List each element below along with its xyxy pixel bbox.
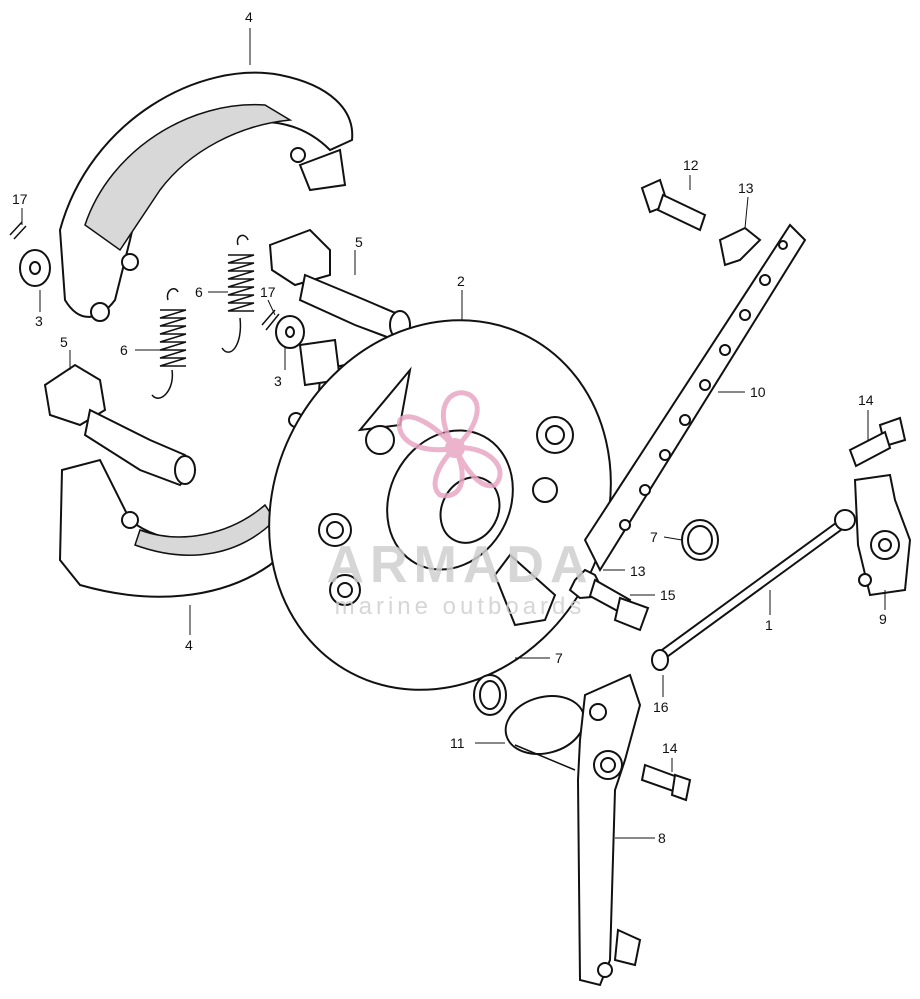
watermark-brand: ARMADA [326,536,593,594]
callout-7-upper-seal: 7 [650,529,658,545]
bolt-14-lower [640,763,692,802]
callout-labels: 4 17 3 6 6 5 17 3 2 5 4 12 13 10 14 7 13… [12,9,887,846]
return-spring-11 [504,695,586,771]
callout-8-brake-arm: 8 [658,830,666,846]
callout-7-lower-seal: 7 [555,650,563,666]
callout-9-lever: 9 [879,611,887,627]
callout-15-bolt: 15 [660,587,676,603]
brake-arm-8 [576,673,642,987]
brake-shoe-upper [58,71,354,322]
callout-3-left-washer: 3 [35,313,43,329]
callout-13-upper-clip: 13 [738,180,754,196]
brake-cam-lower [43,363,197,487]
bolt-12 [640,178,707,232]
callout-6-left-spring: 6 [120,342,128,358]
callout-2-brake-panel: 2 [457,273,465,289]
bolt-14-upper [848,416,907,468]
callout-4-lower-shoe: 4 [185,637,193,653]
seal-7-upper [681,519,719,561]
seal-7-lower [473,674,507,716]
callout-5-upper-cam: 5 [355,234,363,250]
callout-16-nut: 16 [653,699,669,715]
watermark: ARMADA marine outboards [326,390,593,620]
callout-6-right-spring: 6 [195,284,203,300]
callout-14-lower-bolt: 14 [662,740,678,756]
propeller-logo-icon [396,390,503,499]
washer-left [19,249,51,287]
lock-clip-upper [718,226,762,267]
callout-17-right-pin: 17 [260,284,276,300]
callout-4-upper-shoe: 4 [245,9,253,25]
callout-13-lower-washer: 13 [630,563,646,579]
cotter-pin-right [261,309,280,331]
return-spring-left [151,288,187,399]
cotter-pin-left [9,221,27,240]
nut-16 [651,649,669,671]
callout-12-bolt: 12 [683,157,699,173]
callout-1-brake-rod: 1 [765,617,773,633]
washer-right [275,315,305,349]
bolt-15 [588,578,650,632]
return-spring-right [221,234,255,353]
watermark-tagline: marine outboards [335,593,586,620]
torque-arm [583,223,807,573]
callout-3-right-washer: 3 [274,373,282,389]
callout-10-torque-arm: 10 [750,384,766,400]
brake-panel [268,319,612,691]
callout-14-upper-bolt: 14 [858,392,874,408]
callout-11-spring: 11 [450,735,465,751]
brake-lever-9 [853,473,912,597]
leader-lines [21,28,886,839]
callout-5-lower-cam: 5 [60,334,68,350]
callout-17-left-pin: 17 [12,191,28,207]
